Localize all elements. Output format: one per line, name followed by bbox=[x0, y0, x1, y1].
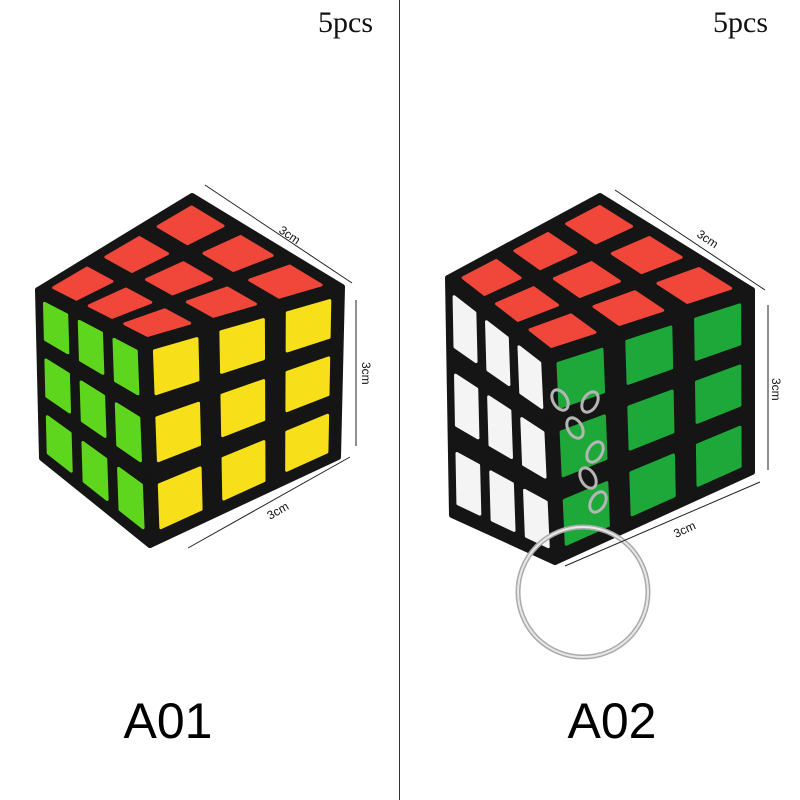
sticker bbox=[285, 356, 331, 413]
sticker bbox=[625, 325, 674, 385]
sticker bbox=[157, 466, 203, 530]
chain-link bbox=[578, 466, 598, 490]
sticker bbox=[202, 235, 274, 272]
product-code-a02: A02 bbox=[567, 693, 657, 749]
sticker bbox=[117, 466, 145, 530]
sticker bbox=[489, 470, 516, 532]
sticker bbox=[220, 379, 266, 438]
sticker bbox=[155, 401, 202, 463]
sticker bbox=[114, 402, 142, 463]
sticker bbox=[42, 301, 70, 355]
quantity-label-a02: 5pcs bbox=[713, 6, 768, 39]
sticker bbox=[156, 205, 225, 246]
sticker bbox=[104, 236, 169, 273]
chain-link bbox=[585, 440, 605, 464]
sticker bbox=[520, 417, 547, 479]
sticker bbox=[77, 319, 105, 375]
sticker bbox=[185, 286, 257, 318]
dim-height-a01: 3cm bbox=[359, 362, 373, 385]
dim-height-a02: 3cm bbox=[769, 378, 783, 401]
sticker bbox=[152, 337, 200, 396]
sticker bbox=[123, 308, 192, 337]
sticker bbox=[219, 318, 266, 374]
sticker bbox=[285, 299, 332, 353]
sticker bbox=[221, 440, 266, 501]
quantity-label-a01: 5pcs bbox=[318, 6, 373, 39]
cube-a02 bbox=[445, 193, 755, 565]
sticker bbox=[695, 425, 742, 487]
chain-link bbox=[580, 390, 600, 414]
keychain-ring bbox=[515, 388, 651, 660]
cube-a01 bbox=[35, 193, 345, 548]
sticker bbox=[454, 373, 480, 440]
sticker bbox=[461, 258, 522, 296]
sticker bbox=[87, 287, 153, 319]
sticker bbox=[629, 453, 676, 517]
chain-link bbox=[550, 388, 570, 412]
sticker bbox=[528, 313, 597, 348]
sticker bbox=[79, 380, 107, 438]
sticker bbox=[452, 295, 478, 364]
sticker bbox=[495, 286, 560, 322]
dim-depth-a02: 3cm bbox=[694, 227, 721, 251]
sticker bbox=[592, 290, 665, 326]
sticker bbox=[112, 337, 140, 396]
sticker bbox=[248, 264, 323, 299]
sticker bbox=[45, 415, 73, 473]
sticker bbox=[610, 235, 683, 275]
sticker bbox=[145, 261, 213, 296]
sticker bbox=[517, 345, 544, 409]
sticker bbox=[523, 488, 550, 549]
sticker bbox=[44, 358, 72, 414]
dim-depth-a01: 3cm bbox=[276, 223, 303, 247]
sticker bbox=[656, 266, 733, 304]
sticker bbox=[552, 261, 621, 299]
dim-width-a02: 3cm bbox=[671, 518, 697, 540]
sticker bbox=[455, 452, 482, 516]
sticker bbox=[81, 441, 109, 501]
sticker bbox=[485, 320, 511, 387]
chain-link bbox=[588, 490, 608, 514]
sticker bbox=[513, 231, 578, 271]
chain-link bbox=[565, 416, 585, 440]
sticker bbox=[52, 266, 114, 301]
sticker bbox=[694, 364, 742, 424]
sticker bbox=[627, 389, 675, 451]
sticker bbox=[694, 303, 742, 361]
sticker bbox=[565, 204, 634, 245]
sticker bbox=[487, 395, 513, 459]
sticker bbox=[285, 413, 330, 472]
divider bbox=[399, 0, 400, 800]
product-code-a01: A01 bbox=[123, 693, 213, 749]
